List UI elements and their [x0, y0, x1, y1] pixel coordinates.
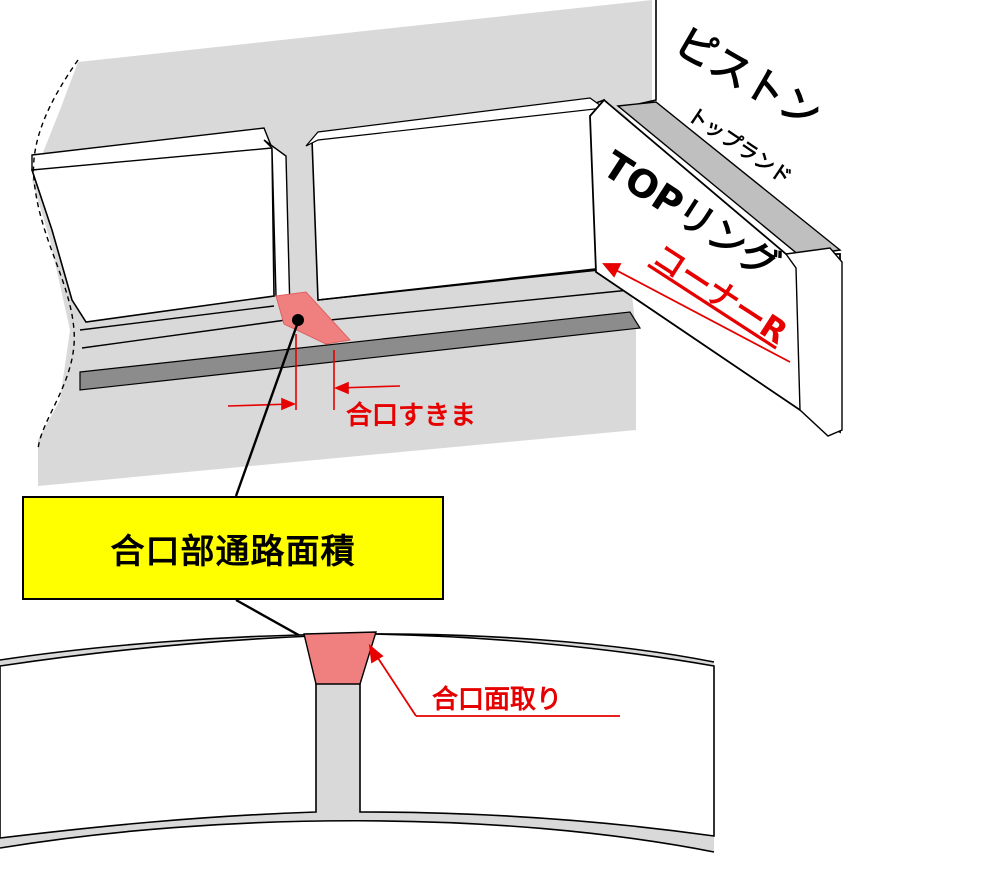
ring-inner-edge	[0, 819, 715, 853]
label-gap-clearance: 合口すきま	[346, 400, 476, 431]
ring-left-bottom-line	[81, 319, 287, 349]
ring-groove	[79, 311, 642, 391]
upper-3d-view	[30, 0, 843, 486]
ring-right-top-bevel	[305, 97, 606, 147]
ring-left-bottom-edge	[79, 305, 275, 331]
ring-body-left	[0, 635, 317, 839]
callout-leader-upper	[234, 321, 300, 497]
corner-r-arrow	[602, 263, 791, 363]
lower-top-view	[0, 631, 715, 853]
ring-body-right	[359, 633, 715, 837]
gap-passage-highlight	[275, 291, 351, 345]
ring-section-chamfer	[784, 247, 843, 437]
gap-chamfer-highlight	[303, 631, 377, 685]
label-gap-chamfer: 合口面取り	[432, 684, 562, 715]
break-line	[32, 59, 79, 451]
callout-box: 合口部通路面積	[22, 496, 444, 600]
callout-label-gap-passage-area: 合口部通路面積	[110, 531, 356, 572]
gap-clearance-dimension	[227, 334, 401, 411]
top-land-strip	[616, 101, 842, 257]
ring-right-bottom-line	[329, 289, 631, 321]
leader-dot	[292, 314, 304, 326]
chamfer-arrow	[368, 643, 620, 717]
ring-right-bottom-edge	[317, 267, 619, 301]
